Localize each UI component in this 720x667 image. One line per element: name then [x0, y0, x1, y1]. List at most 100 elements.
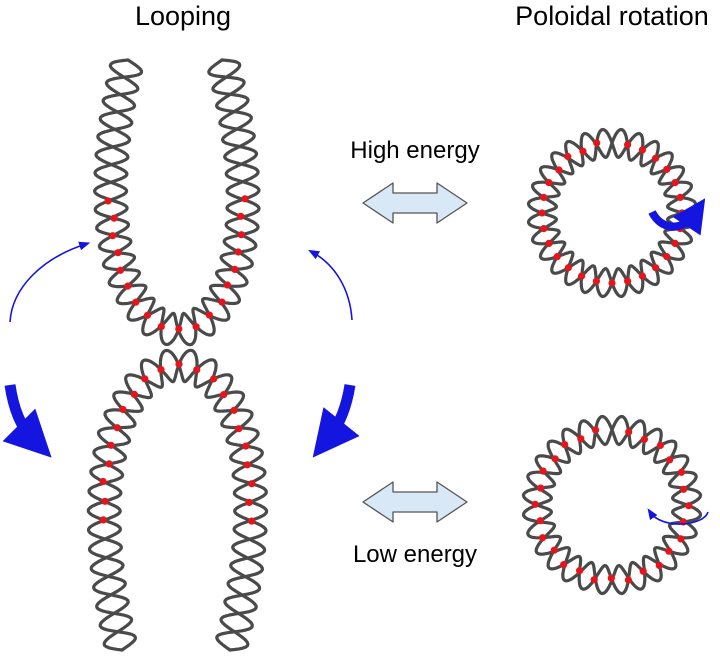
- marker-dot: [175, 325, 183, 333]
- poloidal-rotation-title: Poloidal rotation: [515, 1, 709, 31]
- double-headed-arrow-icon: [362, 481, 468, 523]
- marker-dot: [157, 366, 165, 374]
- marker-dot: [578, 272, 586, 280]
- marker-dot: [242, 442, 250, 450]
- marker-dot: [592, 277, 601, 285]
- marker-dot: [592, 426, 600, 434]
- marker-dot: [248, 517, 256, 525]
- curved-arrow-icon: [9, 241, 91, 323]
- marker-dot: [99, 477, 107, 486]
- marker-dot: [234, 248, 242, 256]
- marker-dot: [124, 282, 132, 290]
- marker-dot: [113, 424, 121, 432]
- marker-dot: [551, 455, 559, 463]
- marker-dot: [220, 391, 228, 399]
- marker-dot: [663, 253, 671, 261]
- marker-dot: [105, 460, 113, 468]
- marker-dot: [192, 323, 200, 331]
- marker-dot: [110, 214, 118, 222]
- marker-dot: [175, 360, 183, 368]
- marker-dot: [210, 375, 218, 383]
- marker-dot: [652, 154, 660, 162]
- marker-dot: [237, 231, 245, 239]
- marker-dot: [553, 253, 561, 261]
- marker-dot: [624, 277, 632, 285]
- curved-arrow-icon: [648, 198, 706, 236]
- marker-dot: [638, 146, 647, 154]
- marker-dot: [564, 264, 573, 272]
- dna-loop-low-energy: [86, 348, 269, 652]
- marker-dot: [536, 517, 545, 525]
- marker-dot: [130, 390, 138, 398]
- marker-dot: [676, 193, 684, 201]
- marker-dot: [218, 298, 226, 306]
- marker-dot: [576, 567, 584, 575]
- marker-dot: [241, 195, 249, 203]
- marker-dot: [223, 281, 231, 289]
- marker-dot: [235, 425, 243, 433]
- marker-dot: [101, 497, 109, 505]
- marker-dot: [109, 232, 117, 240]
- marker-dot: [665, 547, 673, 555]
- marker-dot: [639, 567, 647, 575]
- marker-dot: [243, 461, 251, 469]
- marker-dot: [652, 264, 660, 272]
- marker-dot: [143, 311, 152, 319]
- marker-dot: [655, 561, 663, 570]
- marker-dot: [132, 298, 140, 306]
- marker-dot: [560, 561, 568, 569]
- marker-dot: [157, 323, 165, 331]
- marker-dot: [230, 406, 238, 414]
- marker-dot: [640, 435, 649, 443]
- marker-dot: [666, 456, 674, 464]
- double-headed-arrow-icon: [362, 182, 468, 224]
- marker-dot: [99, 516, 107, 524]
- marker-dot: [114, 249, 122, 257]
- marker-dot: [624, 576, 633, 584]
- marker-dot: [608, 279, 616, 287]
- marker-dot: [625, 428, 633, 436]
- marker-dot: [593, 139, 601, 147]
- marker-dot: [607, 574, 615, 582]
- curved-arrow-icon: [647, 508, 709, 525]
- marker-dot: [577, 435, 585, 443]
- curved-arrow-icon: [308, 249, 353, 321]
- marker-dot: [561, 441, 569, 449]
- marker-dot: [550, 546, 558, 554]
- marker-dot: [555, 166, 563, 174]
- marker-dot: [678, 209, 686, 217]
- marker-dot: [141, 375, 149, 383]
- marker-dot: [590, 576, 598, 584]
- low-energy-label: Low energy: [353, 541, 477, 568]
- marker-dot: [685, 502, 693, 510]
- marker-dot: [537, 484, 545, 492]
- marker-dot: [656, 441, 665, 449]
- marker-dot: [564, 152, 572, 161]
- marker-dot: [531, 500, 539, 508]
- looping-title: Looping: [135, 1, 231, 31]
- high-energy-label: High energy: [350, 137, 479, 164]
- marker-dot: [545, 179, 553, 187]
- marker-dot: [638, 272, 647, 280]
- marker-dot: [540, 193, 548, 201]
- marker-dot: [245, 498, 253, 506]
- marker-dot: [677, 535, 685, 543]
- dna-strand: [86, 348, 268, 652]
- marker-dot: [671, 239, 679, 247]
- curved-arrow-icon: [2, 384, 52, 458]
- marker-dot: [680, 485, 688, 493]
- marker-dot: [540, 225, 548, 233]
- dna-circle-low-energy: [521, 414, 703, 596]
- marker-dot: [671, 179, 679, 187]
- marker-dot: [237, 212, 245, 220]
- marker-dot: [119, 405, 127, 414]
- marker-dot: [107, 441, 115, 449]
- marker-dot: [539, 534, 547, 542]
- marker-dot: [116, 266, 125, 274]
- marker-dot: [539, 467, 547, 475]
- marker-dot: [248, 480, 256, 488]
- dna-loop-high-energy: [93, 58, 261, 347]
- curved-arrow-icon: [312, 384, 360, 458]
- dna-circle-high-energy: [526, 127, 698, 299]
